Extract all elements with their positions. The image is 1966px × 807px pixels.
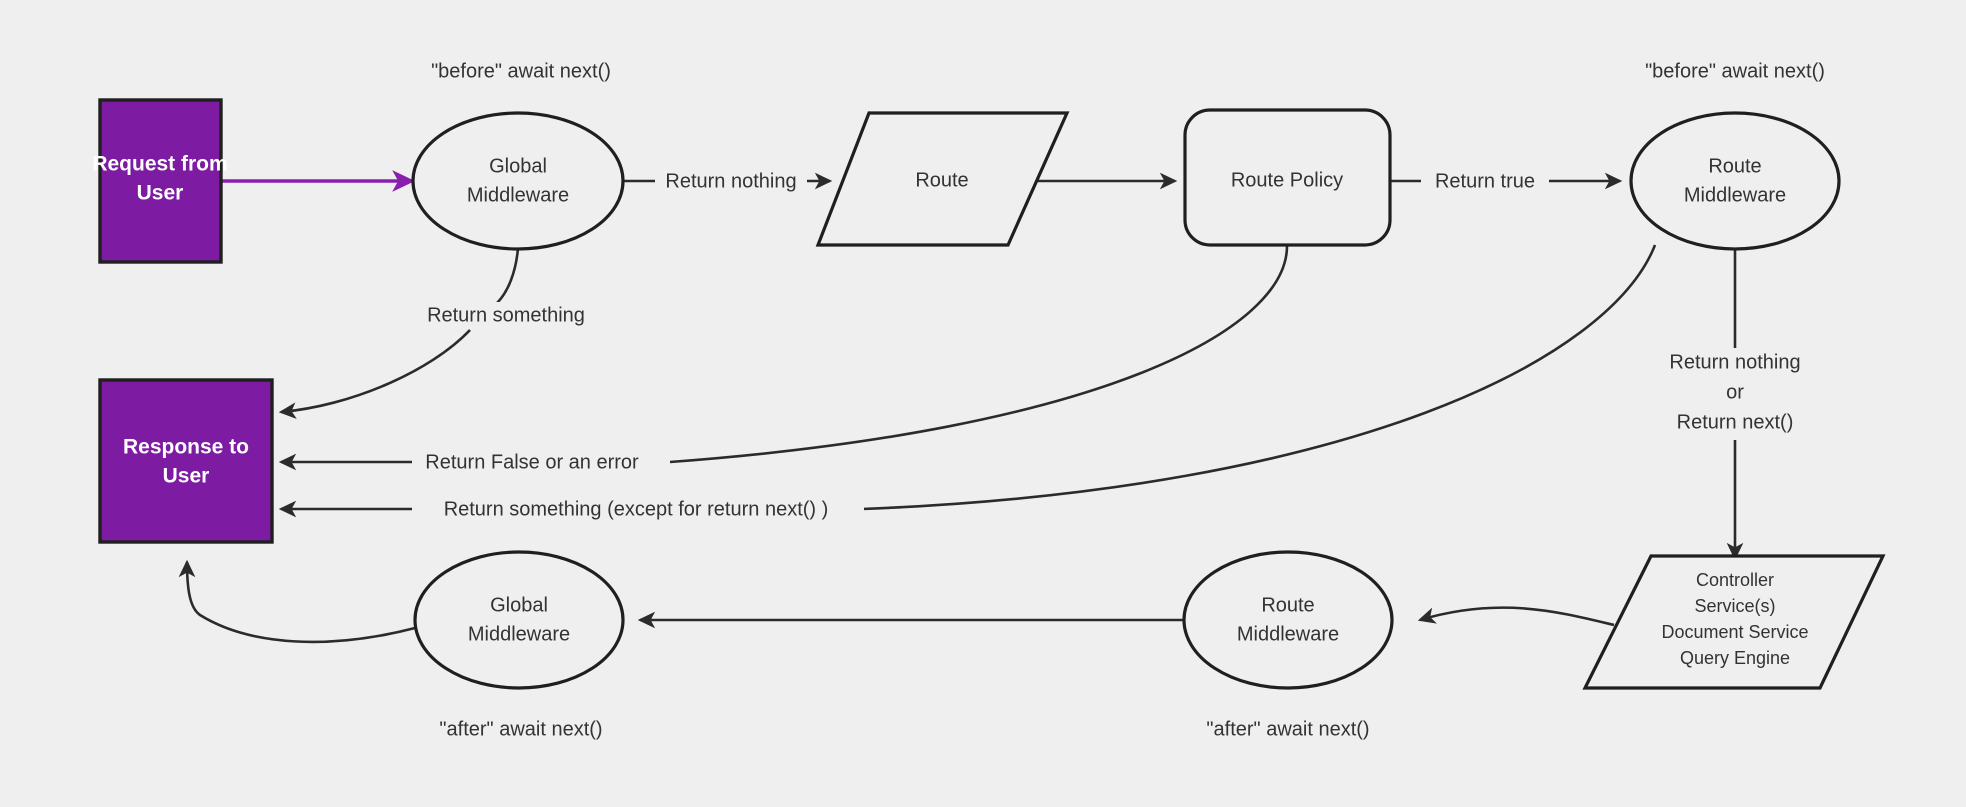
label-return-true: Return true xyxy=(1421,168,1549,194)
return-nothing-or-line3: Return next() xyxy=(1677,411,1794,433)
node-request-from-user[interactable]: Request from User xyxy=(92,98,228,264)
edge-global-middleware-bottom-to-response xyxy=(178,559,416,644)
node-controller[interactable]: Controller Service(s) Document Service Q… xyxy=(1582,554,1886,690)
label-return-nothing: Return nothing xyxy=(655,168,807,194)
node-global-middleware-bottom[interactable]: Global Middleware xyxy=(413,550,625,690)
edge-controller-to-route-middleware-bottom xyxy=(1417,606,1615,627)
return-true-text: Return true xyxy=(1435,170,1535,192)
global-middleware-bottom-line1: Global xyxy=(490,594,548,616)
route-middleware-bottom-line2: Middleware xyxy=(1237,623,1339,645)
label-return-nothing-or-next: Return nothing or Return next() xyxy=(1645,348,1825,440)
label-return-something-except: Return something (except for return next… xyxy=(412,496,864,523)
controller-line1: Controller xyxy=(1696,570,1774,590)
return-nothing-or-line2: or xyxy=(1726,381,1744,403)
controller-line3: Document Service xyxy=(1661,622,1808,642)
label-return-something: Return something xyxy=(412,302,598,329)
route-middleware-top-line2: Middleware xyxy=(1684,184,1786,206)
response-to-user-line1: Response to xyxy=(123,436,249,459)
node-response-to-user[interactable]: Response to User xyxy=(98,378,274,544)
node-global-middleware-top[interactable]: Global Middleware xyxy=(411,111,625,251)
request-from-user-line2: User xyxy=(137,182,184,205)
annotation-after-await-next-right: "after" await next() xyxy=(1206,718,1369,740)
label-return-false-or-error: Return False or an error xyxy=(412,449,670,476)
route-policy-label: Route Policy xyxy=(1231,169,1343,191)
return-false-or-error-text: Return False or an error xyxy=(425,451,639,473)
controller-line2: Service(s) xyxy=(1694,596,1775,616)
node-route[interactable]: Route xyxy=(815,111,1070,247)
return-nothing-or-line1: Return nothing xyxy=(1669,351,1800,373)
annotation-before-await-next-left: "before" await next() xyxy=(431,60,611,82)
annotation-before-await-next-right: "before" await next() xyxy=(1645,60,1825,82)
return-nothing-text: Return nothing xyxy=(665,170,796,192)
global-middleware-top-line1: Global xyxy=(489,155,547,177)
node-route-middleware-top[interactable]: Route Middleware xyxy=(1629,111,1841,251)
global-middleware-bottom-line2: Middleware xyxy=(468,623,570,645)
global-middleware-top-line2: Middleware xyxy=(467,184,569,206)
node-route-policy[interactable]: Route Policy xyxy=(1183,108,1392,247)
edge-route-middleware-return-something-except xyxy=(861,244,1657,511)
return-something-except-text: Return something (except for return next… xyxy=(444,498,829,520)
route-label: Route xyxy=(915,169,968,191)
node-route-middleware-bottom[interactable]: Route Middleware xyxy=(1182,550,1394,690)
edge-global-middleware-return-something-b xyxy=(278,329,471,419)
edge-route-policy-return-false xyxy=(669,245,1289,464)
request-from-user-line1: Request from xyxy=(92,153,227,176)
annotation-after-await-next-left: "after" await next() xyxy=(439,718,602,740)
controller-line4: Query Engine xyxy=(1680,648,1790,668)
return-something-text: Return something xyxy=(427,304,585,326)
edge-global-middleware-return-something-a xyxy=(496,247,520,304)
response-to-user-line2: User xyxy=(163,465,210,488)
route-middleware-bottom-line1: Route xyxy=(1261,594,1314,616)
route-middleware-top-line1: Route xyxy=(1708,155,1761,177)
